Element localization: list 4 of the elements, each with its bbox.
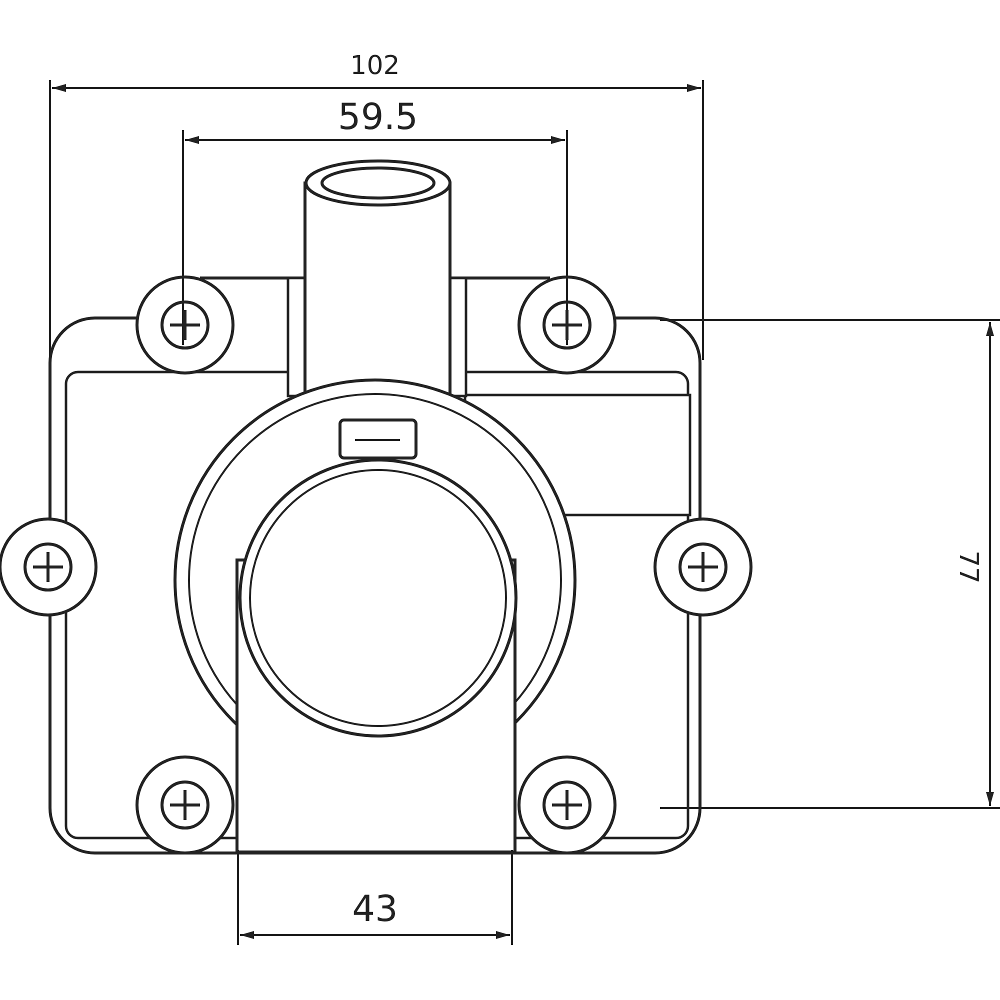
dimension-label: 102	[350, 53, 400, 79]
dimension-label: 43	[352, 892, 398, 928]
dimension-label: 59.5	[338, 100, 418, 136]
dimension-label: 77	[955, 550, 981, 584]
